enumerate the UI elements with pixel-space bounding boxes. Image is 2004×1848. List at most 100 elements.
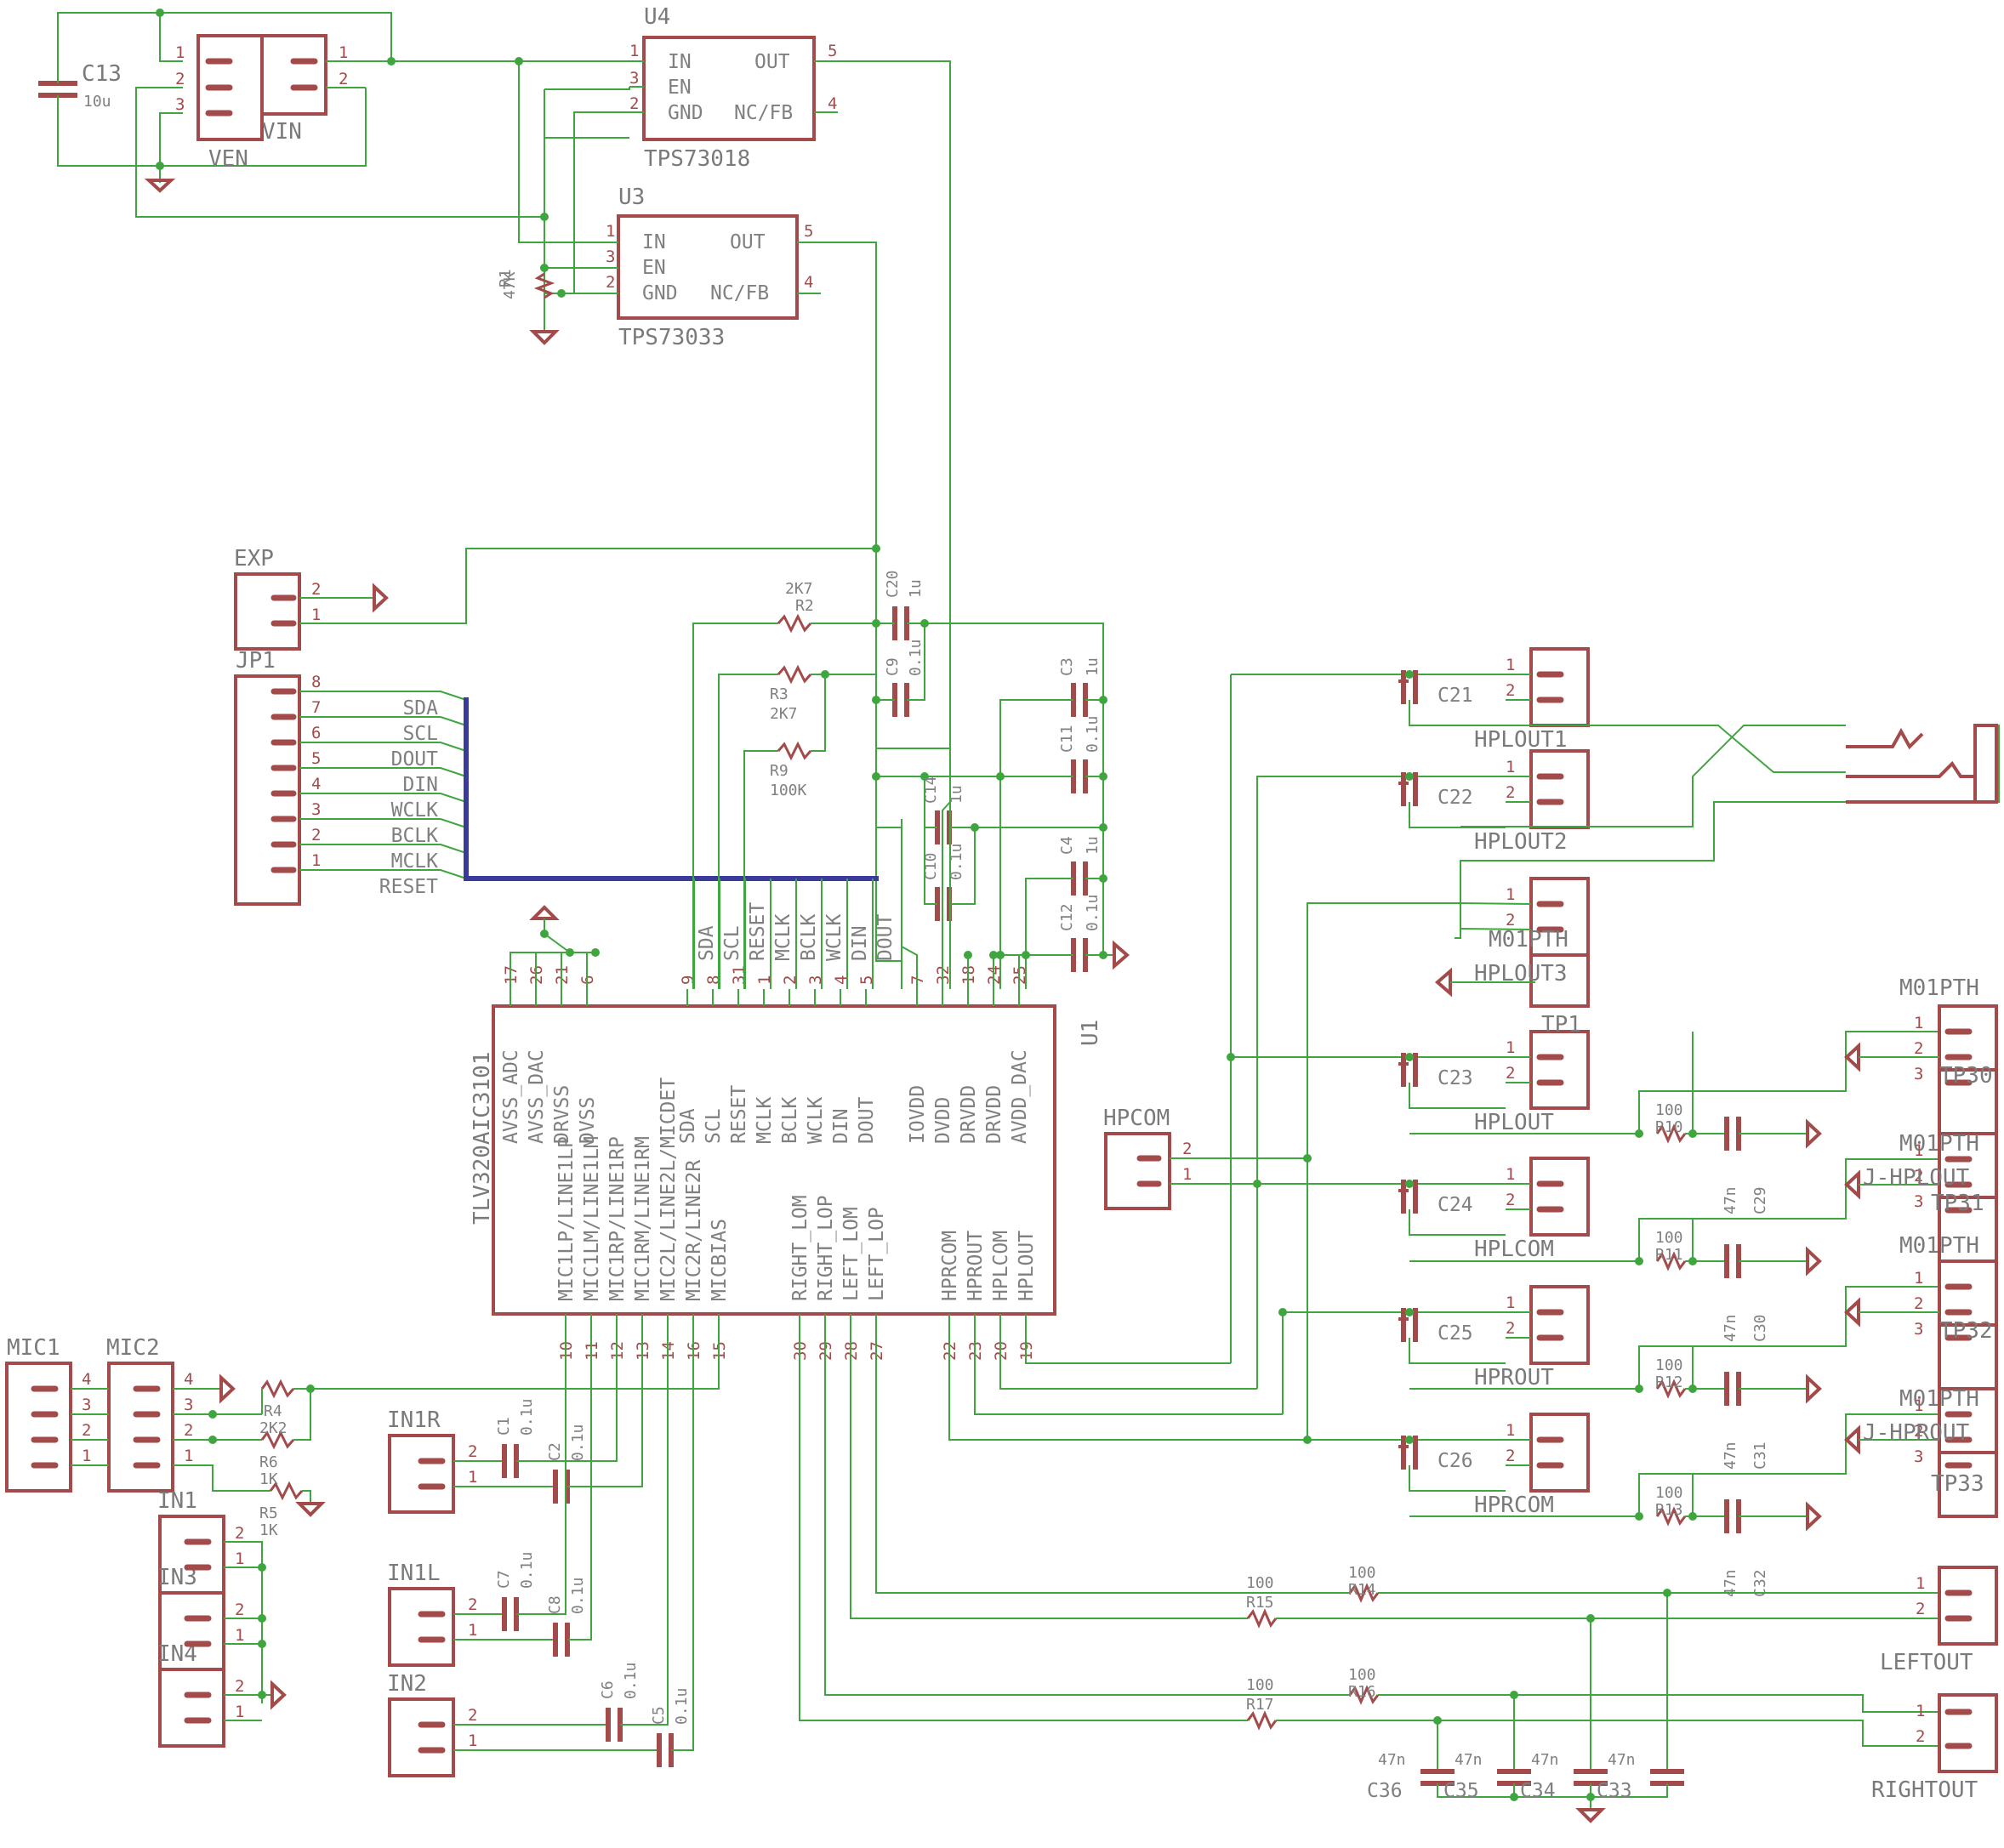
ground-symbol	[1806, 1246, 1822, 1277]
svg-text:1: 1	[1916, 1702, 1925, 1720]
regulator-u4: U4 IN EN GND OUT NC/FB 1 3 2 5 4 TPS7301…	[573, 4, 951, 749]
input-cap-value: 0.1u	[622, 1663, 640, 1699]
c4-ref: C4	[1058, 836, 1076, 855]
svg-text:1: 1	[629, 42, 639, 60]
hp-connector-label: HPROUT	[1474, 1365, 1554, 1390]
codec-pin-name: AVSS_DAC	[526, 1049, 548, 1144]
jp1-signal-label: RESET	[379, 876, 438, 898]
codec-pin-number: 4	[832, 975, 851, 985]
filter-cap-value: 47n	[1722, 1441, 1739, 1470]
c35-ref: C35	[1443, 1780, 1479, 1802]
mic2-pin-number: 3	[184, 1396, 193, 1414]
ven-label: VEN	[208, 146, 248, 172]
codec-bus-label: DIN	[849, 925, 871, 961]
tp-label: M01PTH	[1899, 1386, 1979, 1412]
svg-text:1: 1	[311, 606, 321, 624]
resistor-symbol	[1655, 1123, 1687, 1144]
codec-pin-name: HPRCOM	[939, 1231, 961, 1301]
tp-header-label: TP31	[1931, 1191, 1984, 1216]
filter-cap-value: 47n	[1722, 1569, 1739, 1597]
in-header-pin-number: 2	[235, 1524, 244, 1543]
jp1-signal-label: SDA	[402, 697, 438, 719]
svg-text:2: 2	[339, 70, 348, 88]
ground-symbol	[529, 330, 560, 345]
input-cap-ref: C6	[599, 1680, 617, 1699]
codec-pin-name: DOUT	[856, 1096, 878, 1144]
filter-resistor-value: 100	[1655, 1356, 1683, 1374]
input-cap-value: 0.1u	[569, 1424, 587, 1461]
tp-pin-number: 1	[1914, 1014, 1923, 1032]
svg-text:1: 1	[1916, 1574, 1925, 1593]
c34-ref: C34	[1520, 1780, 1556, 1802]
ground-symbol	[219, 1373, 236, 1404]
r14-value: 100	[1348, 1564, 1376, 1582]
hp-connector-label: M01PTH	[1489, 927, 1568, 952]
jp1-ref: JP1	[236, 648, 276, 674]
tp-header-label: M01PTH	[1899, 1131, 1979, 1157]
svg-text:3: 3	[629, 69, 639, 88]
mic2-pin-number: 4	[184, 1370, 193, 1389]
line-input-pin-number: 1	[468, 1731, 477, 1750]
ground-symbol	[270, 1680, 287, 1710]
filter-resistor-ref: R11	[1655, 1246, 1683, 1264]
jp1-pin-number: 5	[311, 749, 321, 768]
u3-pin-en: EN	[642, 257, 666, 279]
codec-pin-name: LEFT_LOM	[840, 1207, 863, 1301]
hp-connector	[1529, 1030, 1590, 1110]
ground-symbol	[1806, 1373, 1822, 1404]
filter-resistor-value: 100	[1655, 1101, 1683, 1119]
c34-value: 47n	[1531, 1751, 1559, 1769]
coupling-cap-ref: C21	[1438, 685, 1473, 707]
codec-pin-name: DRVSS	[551, 1085, 573, 1144]
connector-pin-number: 2	[1506, 1447, 1515, 1465]
u3-pin-out: OUT	[730, 231, 766, 253]
hp-connector	[1529, 1157, 1590, 1237]
codec-pin-name: HPLCOM	[990, 1231, 1012, 1301]
c14-value: 1u	[948, 785, 965, 804]
svg-text:4: 4	[828, 94, 837, 113]
svg-text:5: 5	[804, 222, 813, 241]
codec-pin-name: RESET	[728, 1085, 750, 1144]
svg-text:2: 2	[175, 70, 185, 88]
svg-text:3: 3	[606, 247, 615, 266]
jp1-pin-number: 4	[311, 775, 321, 793]
codec-pin-name: MIC1RP/LINE1RP	[606, 1136, 629, 1301]
r2-ref: R2	[795, 597, 814, 615]
resistor-symbol	[1655, 1506, 1687, 1527]
line-input-pin-number: 1	[468, 1468, 477, 1487]
filter-cap-value: 47n	[1722, 1314, 1739, 1342]
filter-cap-ref: C31	[1751, 1441, 1769, 1470]
coupling-cap-ref: C24	[1438, 1194, 1473, 1216]
svg-text:1: 1	[339, 43, 348, 62]
codec-pin-name: RIGHT_LOM	[789, 1195, 811, 1301]
c3-value: 1u	[1084, 657, 1102, 676]
c12-value: 0.1u	[1084, 895, 1102, 931]
line-out-section: 100 R14 100 R15 100 R16 100 R17 47n C36 …	[799, 1314, 1998, 1823]
in-header-pin-number: 2	[235, 1677, 244, 1696]
tp-header-label: TP32	[1939, 1318, 1993, 1344]
ground-symbol	[373, 583, 389, 613]
c36-value: 47n	[1378, 1751, 1406, 1769]
c11-ref: C11	[1058, 725, 1076, 753]
filter-resistor-value: 100	[1655, 1229, 1683, 1247]
r4-value: 2K2	[259, 1419, 288, 1437]
c33-ref: C33	[1597, 1780, 1632, 1802]
filter-cap-value: 47n	[1722, 1186, 1739, 1214]
u4-pin-ncfb: NC/FB	[734, 102, 793, 124]
tp-pin-number: 2	[1914, 1039, 1923, 1058]
r16-ref: R16	[1348, 1683, 1376, 1701]
c10-value: 0.1u	[948, 844, 965, 880]
ground-symbol	[1844, 1042, 1860, 1072]
codec-pin-name: MICBIAS	[709, 1219, 731, 1301]
resistor-symbol	[1655, 1251, 1687, 1271]
codec-pin-name: MIC1LP/LINE1LP	[555, 1136, 578, 1301]
codec-pin-name: HPROUT	[965, 1231, 987, 1301]
codec-bus-label: SCL	[721, 925, 743, 961]
ground-symbol	[1844, 1424, 1860, 1455]
codec-pin-name: DVDD	[932, 1097, 954, 1144]
connector-pin-number: 2	[1506, 783, 1515, 802]
r6-value: 1K	[259, 1470, 278, 1488]
input-cap-value: 0.1u	[518, 1399, 536, 1436]
r9-ref: R9	[770, 762, 789, 780]
